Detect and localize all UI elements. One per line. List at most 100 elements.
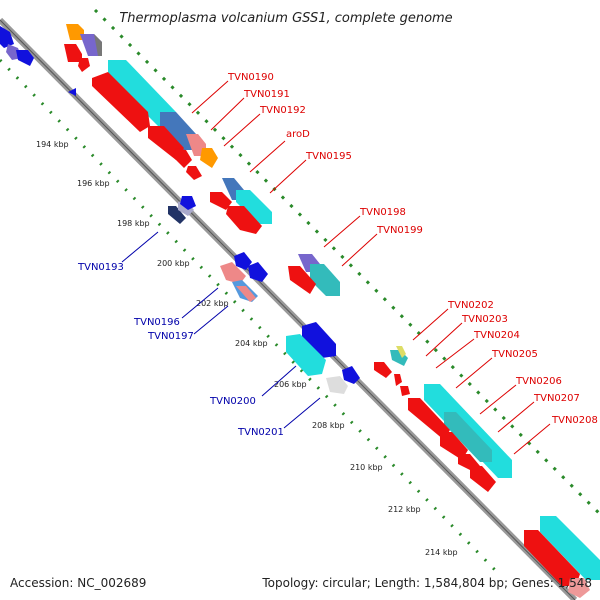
gene-label[interactable]: TVN0203 — [461, 314, 508, 325]
cds-feature — [236, 286, 256, 302]
label-leader-line — [455, 357, 493, 389]
label-leader-line — [323, 215, 361, 248]
cds-feature — [94, 34, 102, 56]
tick-label: 210 kbp — [350, 463, 383, 472]
label-leader-line — [181, 287, 219, 319]
cds-feature — [66, 24, 84, 40]
gene-label[interactable]: TVN0192 — [259, 105, 306, 116]
cds-feature — [64, 44, 82, 62]
gene-label[interactable]: TVN0198 — [359, 207, 406, 218]
tick-label: 208 kbp — [312, 421, 345, 430]
label-leader-line — [341, 233, 378, 267]
cds-feature — [234, 252, 252, 270]
cds-feature — [288, 266, 316, 294]
cds-feature — [396, 346, 406, 358]
tick-label: 198 kbp — [117, 219, 150, 228]
cds-feature — [160, 112, 196, 150]
cds-feature — [16, 50, 34, 66]
cds-feature — [444, 412, 492, 462]
plus-strand-features — [64, 24, 600, 598]
gene-label[interactable]: TVN0201 — [237, 427, 284, 438]
cds-feature — [394, 374, 402, 386]
cds-feature — [168, 206, 186, 224]
cds-feature — [148, 126, 184, 160]
cds-feature — [68, 88, 76, 96]
gene-label[interactable]: TVN0208 — [551, 415, 598, 426]
label-leader-line — [249, 140, 286, 173]
minus-strand-features — [0, 26, 360, 394]
cds-feature — [310, 264, 340, 296]
gene-label[interactable]: TVN0191 — [243, 89, 290, 100]
gene-label[interactable]: TVN0196 — [133, 317, 180, 328]
label-leader-line — [121, 231, 159, 263]
tick-label: 214 kbp — [425, 548, 458, 557]
tick-label: 206 kbp — [274, 380, 307, 389]
cds-feature — [342, 366, 360, 384]
gene-label[interactable]: TVN0193 — [77, 262, 124, 273]
label-leader-line — [425, 322, 463, 357]
gene-label[interactable]: TVN0195 — [305, 151, 352, 162]
label-leader-line — [513, 423, 551, 455]
cds-feature — [400, 386, 410, 396]
label-leader-line — [193, 305, 229, 335]
cds-feature — [174, 148, 192, 168]
cds-feature — [326, 376, 348, 394]
gene-label[interactable]: TVN0202 — [447, 300, 494, 311]
cds-feature-cyan — [540, 516, 600, 580]
cds-feature-blue — [302, 322, 336, 358]
label-leader-line — [223, 113, 261, 147]
gene-label[interactable]: TVN0199 — [376, 225, 423, 236]
cds-feature — [470, 466, 496, 492]
cds-feature — [226, 206, 262, 234]
tick-label: 200 kbp — [157, 259, 190, 268]
gc-skew-inner-line — [0, 58, 497, 572]
gene-label[interactable]: TVN0200 — [209, 396, 256, 407]
kbp-ticks: 194 kbp 196 kbp 198 kbp 200 kbp 202 kbp … — [36, 140, 458, 557]
gene-label[interactable]: TVN0190 — [227, 72, 274, 83]
label-leader-line — [191, 80, 229, 114]
tick-label: 202 kbp — [196, 299, 229, 308]
cds-feature-red — [92, 72, 150, 132]
cds-feature — [236, 190, 272, 224]
cds-feature-cyan — [286, 334, 326, 376]
minus-gene-labels: TVN0193 TVN0196 TVN0197 TVN0200 TVN0201 — [77, 231, 321, 438]
label-leader-line — [269, 159, 307, 194]
gene-label[interactable]: TVN0204 — [473, 330, 520, 341]
gene-label[interactable]: TVN0206 — [515, 376, 562, 387]
gene-label[interactable]: TVN0205 — [491, 349, 538, 360]
cds-feature — [78, 58, 90, 72]
label-leader-line — [261, 365, 297, 397]
cds-feature — [390, 350, 408, 366]
label-leader-line — [435, 338, 475, 369]
gene-label[interactable]: aroD — [286, 129, 310, 140]
tick-label: 194 kbp — [36, 140, 69, 149]
cds-feature-blue — [0, 26, 14, 48]
label-leader-line — [412, 308, 449, 341]
label-leader-line — [210, 97, 245, 131]
cds-feature — [248, 262, 268, 282]
cds-feature — [186, 134, 206, 156]
cds-feature — [374, 362, 392, 378]
label-leader-line — [479, 384, 517, 415]
tick-label: 204 kbp — [235, 339, 268, 348]
cds-feature — [210, 192, 232, 210]
topology-text: Topology: circular; Length: 1,584,804 bp… — [261, 576, 592, 590]
label-leader-line — [283, 397, 321, 429]
genome-backbone-edge — [0, 19, 576, 600]
tick-label: 212 kbp — [388, 505, 421, 514]
map-title: Thermoplasma volcanium GSS1, complete ge… — [119, 11, 452, 26]
cds-feature-red — [408, 398, 450, 440]
accession-text: Accession: NC_002689 — [10, 576, 146, 590]
cds-feature — [440, 432, 468, 460]
cds-feature — [568, 578, 590, 598]
cds-feature — [180, 196, 196, 210]
label-leader-line — [497, 401, 535, 433]
cds-feature — [186, 166, 202, 180]
cds-feature — [200, 148, 218, 168]
gene-label[interactable]: TVN0197 — [147, 331, 194, 342]
plus-gene-labels: TVN0190 TVN0191 TVN0192 aroD TVN0195 TVN… — [191, 72, 598, 455]
gene-label[interactable]: TVN0207 — [533, 393, 580, 404]
cds-feature-cyan — [108, 60, 176, 128]
